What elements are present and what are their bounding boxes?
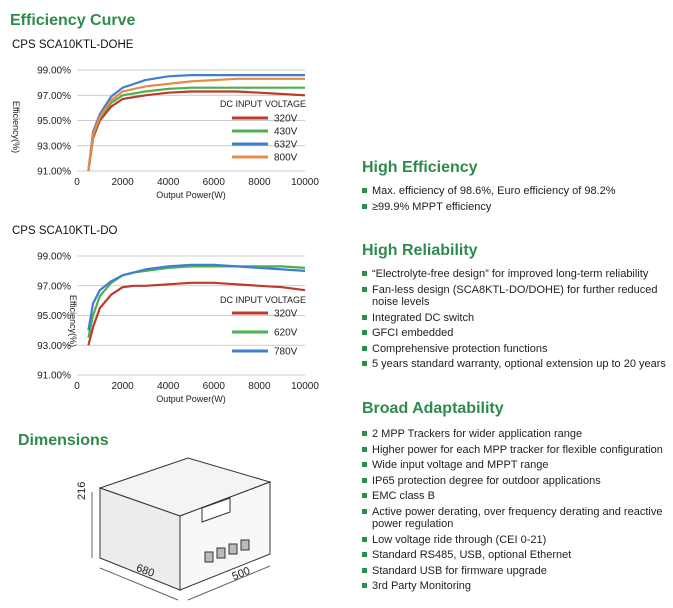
list-item: 5 years standard warranty, optional exte… [362, 358, 667, 371]
x-tick-label: 2000 [111, 177, 134, 188]
connector [240, 539, 250, 551]
dimension-height-label: 216 [76, 481, 88, 500]
y-tick-label: 93.00% [37, 341, 71, 352]
connector [216, 547, 226, 559]
legend-label: 320V [274, 309, 298, 320]
list-item: EMC class B [362, 490, 667, 503]
efficiency-chart-1: 99.00% 97.00% 95.00% 93.00% 91.00%0 2000 4000 6… [11, 66, 319, 201]
list-item: Active power derating, over frequency de… [362, 506, 667, 531]
series-line-780V [87, 263, 306, 331]
y-tick-label: 97.00% [37, 91, 71, 102]
x-tick-label: 10000 [291, 381, 319, 392]
efficiency-curve-heading: Efficiency Curve [10, 12, 136, 29]
connector [228, 543, 238, 555]
x-tick-label: 8000 [248, 381, 271, 392]
list-item: Higher power for each MPP tracker for fl… [362, 444, 667, 457]
list-item: Low voltage ride through (CEI 0-21) [362, 534, 667, 547]
x-tick-label: 4000 [157, 177, 180, 188]
list-item: Wide input voltage and MPPT range [362, 459, 667, 472]
list-item: Standard RS485, USB, optional Ethernet [362, 549, 667, 562]
x-tick-label: 6000 [203, 381, 226, 392]
list-item: 2 MPP Trackers for wider application ran… [362, 428, 667, 441]
series-line-632V [87, 74, 305, 172]
chart1-model-title: CPS SCA10KTL-DOHE [12, 39, 134, 51]
legend-title: DC INPUT VOLTAGE [220, 99, 306, 109]
list-item: 3rd Party Monitoring [362, 580, 667, 593]
y-tick-label: 95.00% [37, 116, 71, 127]
legend-label: 800V [274, 153, 298, 164]
y-tick-label: 99.00% [37, 66, 71, 77]
list-item: IP65 protection degree for outdoor appli… [362, 475, 667, 488]
list-item: Fan-less design (SCA8KTL-DO/DOHE) for fu… [362, 284, 667, 309]
broad-adaptability-heading: Broad Adaptability [362, 400, 504, 417]
width-dimension-line [99, 567, 179, 601]
series-line-800V [87, 77, 305, 172]
high-efficiency-heading: High Efficiency [362, 159, 478, 176]
series-line-620V [87, 265, 306, 339]
legend-label: 320V [274, 114, 298, 125]
dimensions-heading: Dimensions [18, 432, 109, 449]
x-tick-label: 0 [74, 177, 80, 188]
legend-title: DC INPUT VOLTAGE [220, 295, 306, 305]
x-tick-label: 10000 [291, 177, 319, 188]
list-item: Comprehensive protection functions [362, 343, 667, 356]
inverter-display [201, 497, 231, 523]
legend-label: 430V [274, 127, 298, 138]
legend-label: 632V [274, 140, 298, 151]
x-tick-label: 4000 [157, 381, 180, 392]
list-item: Standard USB for firmware upgrade [362, 565, 667, 578]
list-item: Integrated DC switch [362, 312, 667, 325]
list-item: Max. efficiency of 98.6%, Euro efficienc… [362, 185, 667, 198]
y-tick-label: 91.00% [37, 167, 71, 178]
legend-label: 780V [274, 347, 298, 358]
y-tick-label: 91.00% [37, 371, 71, 382]
y-axis-label: Efficiency(%) [11, 101, 21, 153]
x-axis-label: Output Power(W) [156, 190, 226, 200]
inverter-dimension-drawing [91, 457, 272, 601]
x-tick-label: 6000 [203, 177, 226, 188]
high-efficiency-list: Max. efficiency of 98.6%, Euro efficienc… [362, 185, 667, 216]
list-item: GFCI embedded [362, 327, 667, 340]
series-line-320V [87, 281, 306, 346]
y-tick-label: 99.00% [37, 252, 71, 263]
depth-dimension-line [187, 565, 271, 601]
list-item: “Electrolyte-free design” for improved l… [362, 268, 667, 281]
list-item: ≥99.9% MPPT efficiency [362, 201, 667, 214]
efficiency-chart-2: 99.00% 97.00% 95.00% 93.00% 91.00%0 2000 4000 6… [37, 252, 319, 405]
y-axis-label: Efficiency(%) [68, 295, 78, 347]
high-reliability-list: “Electrolyte-free design” for improved l… [362, 268, 667, 374]
y-tick-label: 95.00% [37, 311, 71, 322]
high-reliability-heading: High Reliability [362, 242, 478, 259]
legend-label: 620V [274, 328, 298, 339]
chart2-model-title: CPS SCA10KTL-DO [12, 225, 118, 237]
x-tick-label: 8000 [248, 177, 271, 188]
connector [204, 551, 214, 563]
x-tick-label: 2000 [111, 381, 134, 392]
broad-adaptability-list: 2 MPP Trackers for wider application ran… [362, 428, 667, 596]
y-tick-label: 97.00% [37, 281, 71, 292]
x-axis-label: Output Power(W) [156, 394, 226, 404]
y-tick-label: 93.00% [37, 141, 71, 152]
x-tick-label: 0 [74, 381, 80, 392]
